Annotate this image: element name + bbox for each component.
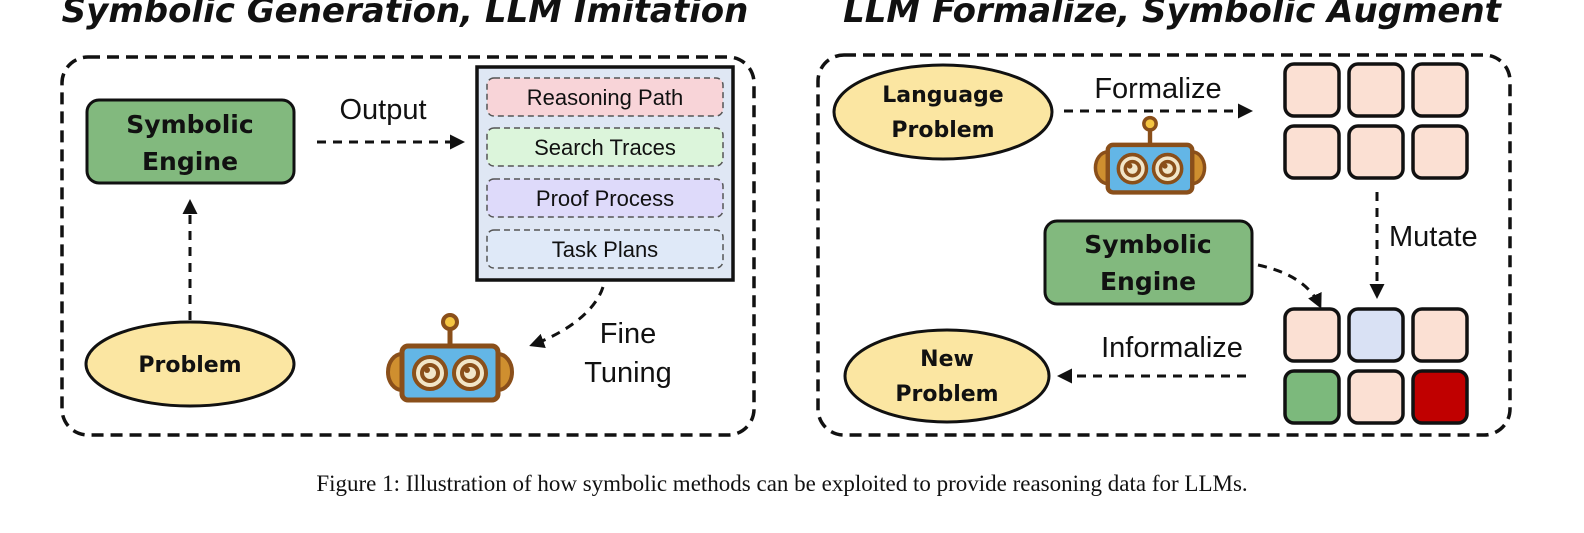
right-panel-title: LLM Formalize, Symbolic Augment: [843, 0, 1503, 31]
formal-tile: [1283, 124, 1341, 180]
formal-tile: [1283, 62, 1341, 118]
fine-tuning-label-line1: Fine: [600, 318, 656, 350]
output-label: Output: [339, 94, 426, 126]
llm-robot-icon: [1095, 118, 1204, 193]
problem-label: Problem: [138, 353, 241, 378]
new-problem-label-line2: Problem: [895, 382, 998, 407]
mutated-tile: [1411, 369, 1469, 425]
output-item-label: Search Traces: [534, 135, 676, 160]
formal-problem-grid: [1283, 62, 1469, 180]
fine-tuning-arrow: [529, 286, 605, 348]
new-problem-label-line1: New: [920, 347, 974, 372]
output-item-reasoning-path: Reasoning Path: [486, 77, 724, 117]
left-panel-title: Symbolic Generation, LLM Imitation: [62, 0, 749, 31]
symbolic-engine-label-line2: Engine: [1100, 267, 1196, 296]
output-item-proof-process: Proof Process: [486, 178, 724, 218]
language-problem-node: Language Problem: [832, 63, 1054, 161]
formal-tile: [1347, 124, 1405, 180]
output-item-label: Proof Process: [536, 186, 674, 211]
llm-robot-icon: [388, 315, 512, 400]
mutated-tile: [1283, 307, 1341, 363]
output-item-label: Reasoning Path: [527, 85, 684, 110]
mutated-tile: [1283, 369, 1341, 425]
engine-to-grid-arrow: [1257, 263, 1322, 309]
figure-caption: Figure 1: Illustration of how symbolic m…: [316, 471, 1247, 496]
symbolic-engine-label-line1: Symbolic: [126, 110, 253, 139]
problem-node: Problem: [84, 320, 296, 408]
left-panel: Symbolic Generation, LLM Imitation Symbo…: [60, 0, 756, 437]
formalize-label: Formalize: [1094, 73, 1221, 105]
output-item-label: Task Plans: [552, 237, 658, 262]
right-panel-frame: [816, 53, 1512, 437]
formal-tile: [1411, 124, 1469, 180]
informalize-label: Informalize: [1101, 332, 1243, 364]
mutate-label: Mutate: [1389, 221, 1478, 253]
output-item-task-plans: Task Plans: [486, 229, 724, 269]
symbolic-engine-node-right: Symbolic Engine: [1043, 219, 1254, 306]
mutated-tile: [1347, 307, 1405, 363]
left-panel-frame: [60, 55, 756, 437]
symbolic-engine-node-left: Symbolic Engine: [85, 98, 296, 185]
outputs-panel: Reasoning Path Search Traces Proof Proce…: [475, 65, 735, 282]
language-problem-label-line1: Language: [882, 83, 1003, 108]
formal-tile: [1411, 62, 1469, 118]
output-item-search-traces: Search Traces: [486, 127, 724, 167]
mutated-tile: [1411, 307, 1469, 363]
formal-tile: [1347, 62, 1405, 118]
symbolic-engine-label-line1: Symbolic: [1084, 230, 1211, 259]
new-problem-node: New Problem: [843, 328, 1051, 424]
fine-tuning-label-line2: Tuning: [584, 357, 672, 389]
symbolic-engine-label-line2: Engine: [142, 147, 238, 176]
mutated-problem-grid: [1283, 307, 1469, 425]
right-panel: LLM Formalize, Symbolic Augment Language…: [816, 0, 1512, 437]
mutated-tile: [1347, 369, 1405, 425]
language-problem-label-line2: Problem: [891, 118, 994, 143]
